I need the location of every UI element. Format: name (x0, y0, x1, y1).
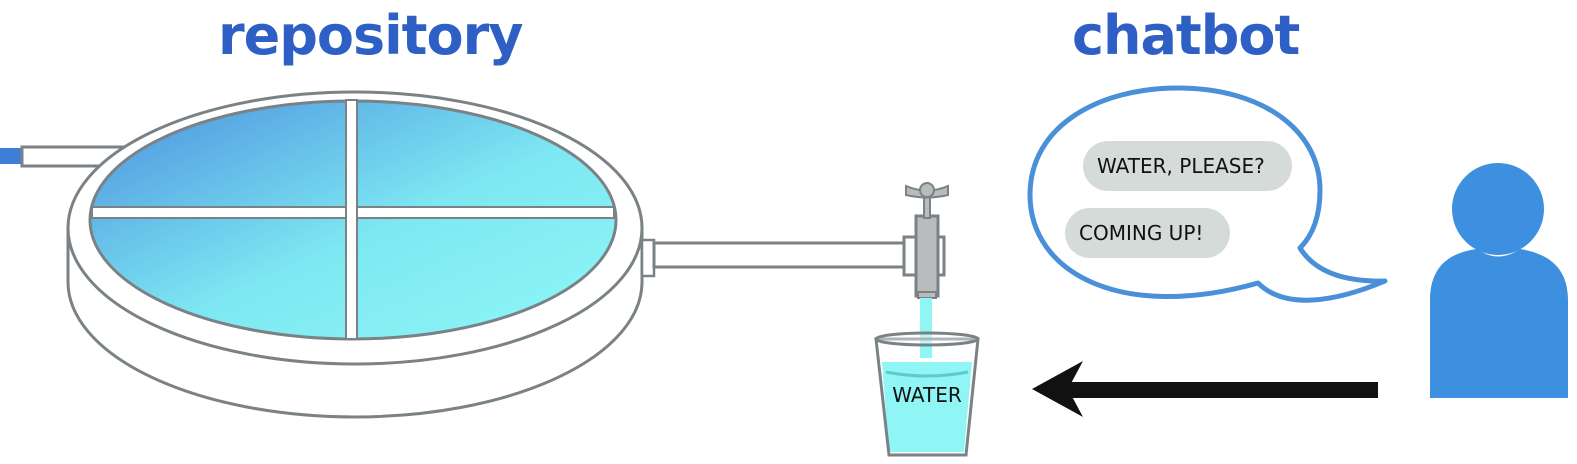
repository-title: repository (218, 0, 522, 72)
tank-divider-vertical (346, 100, 357, 339)
speech-bubble (1030, 88, 1385, 300)
chatbot-title: chatbot (1072, 0, 1299, 72)
bot-reply-bubble: COMING UP! (1065, 208, 1230, 258)
outlet-pipe (642, 240, 906, 276)
request-arrow (1032, 361, 1378, 417)
glass-label: WATER (882, 383, 972, 407)
water-stream (920, 298, 932, 358)
person-icon (1430, 163, 1568, 398)
faucet-icon (904, 183, 948, 298)
user-message-bubble: WATER, PLEASE? (1083, 141, 1292, 191)
repository-tank (68, 92, 642, 417)
